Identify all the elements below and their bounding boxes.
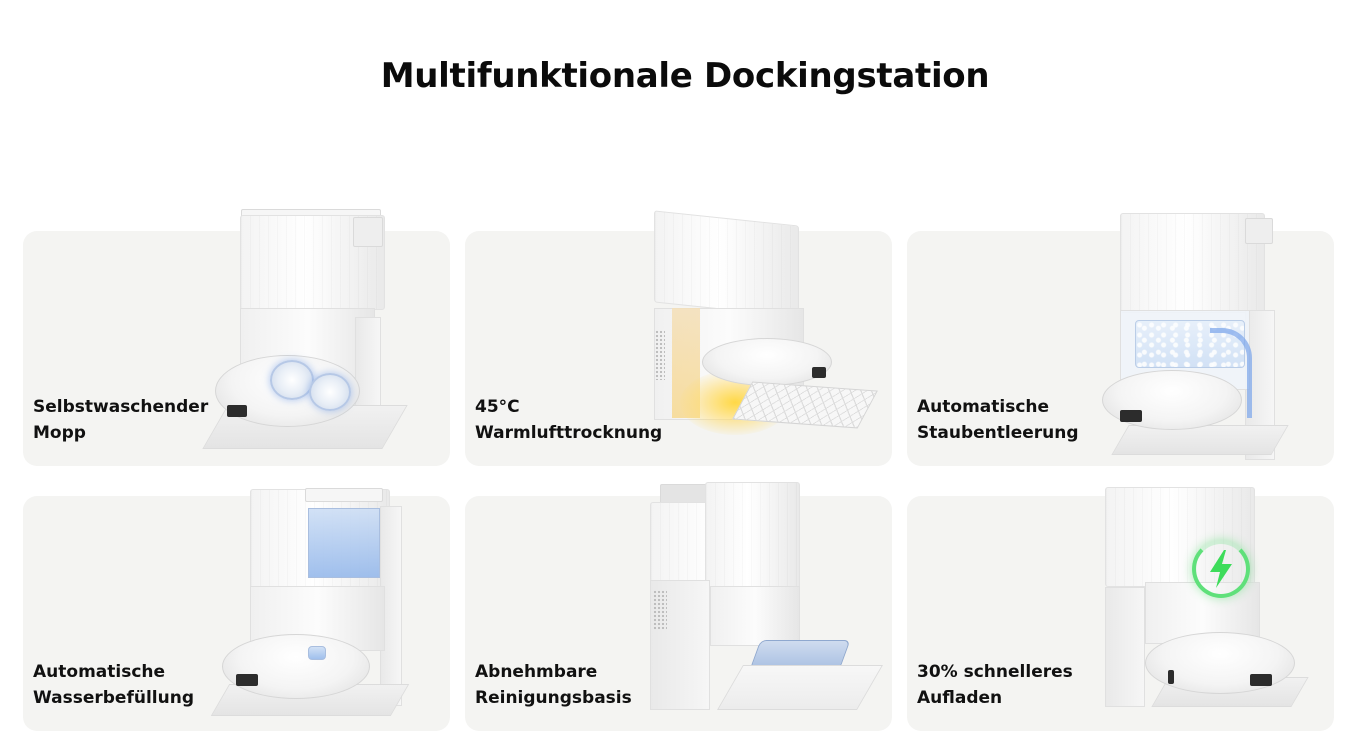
lightning-bolt-icon	[1210, 550, 1232, 588]
feature-label: Automatische Staubentleerung	[917, 397, 1079, 443]
docking-station-image-charging	[1100, 482, 1310, 727]
water-tank-icon	[308, 508, 380, 578]
docking-station-image-removable-base	[645, 480, 883, 725]
docking-station-image-warm-air	[640, 210, 885, 460]
feature-label: Selbstwaschender Mopp	[33, 397, 209, 443]
page-title: Multifunktionale Dockingstation	[380, 56, 990, 96]
feature-label: 45°C Warmlufttrocknung	[475, 397, 663, 443]
docking-station-image-water-refill	[190, 484, 425, 724]
feature-label: 30% schnelleres Aufladen	[917, 662, 1073, 708]
feature-label: Automatische Wasserbefüllung	[33, 662, 194, 708]
mop-pads-icon	[270, 360, 314, 400]
docking-station-image-dust-empty	[1090, 210, 1290, 460]
docking-station-image-self-washing	[185, 205, 425, 465]
charging-ring-icon	[1192, 540, 1250, 598]
feature-label: Abnehmbare Reinigungsbasis	[475, 662, 632, 708]
